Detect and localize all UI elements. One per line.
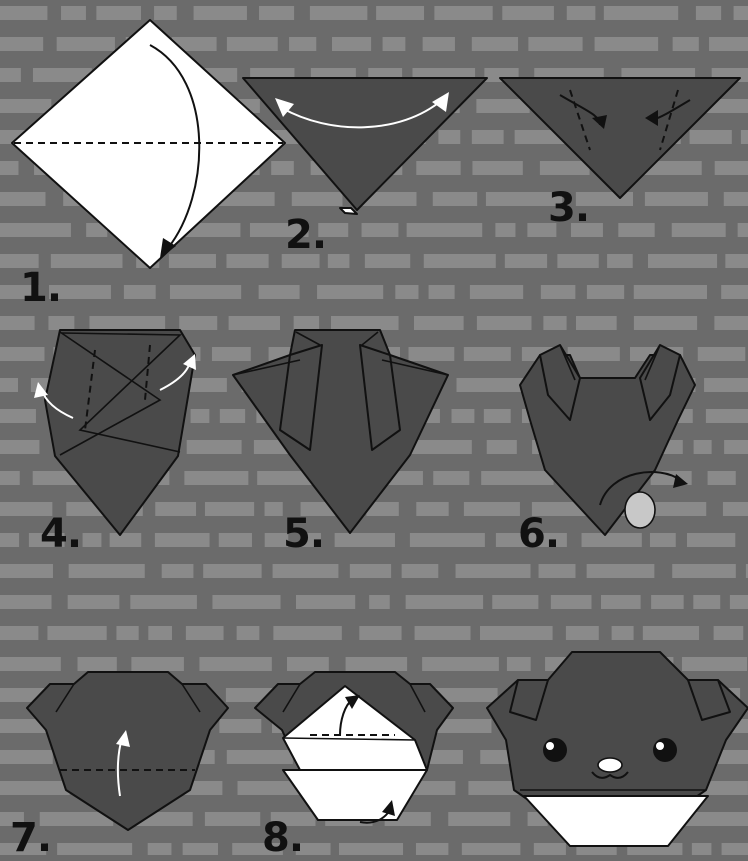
- step-4-label: 4.: [40, 514, 81, 554]
- step-5-diagram: [233, 330, 448, 533]
- step-3-diagram: [500, 78, 740, 198]
- finished-bear-face: [487, 652, 748, 846]
- step-7-label: 7.: [10, 818, 51, 858]
- step-6-label: 6.: [518, 514, 559, 554]
- step-6-diagram: [520, 345, 695, 535]
- step-5-label: 5.: [283, 514, 324, 554]
- step-8-diagram: [255, 672, 453, 823]
- step-1-label: 1.: [20, 268, 61, 308]
- step-1-diagram: [12, 20, 285, 268]
- step-3-label: 3.: [548, 188, 589, 228]
- step-4-diagram: [34, 330, 196, 535]
- step-7-diagram: [27, 672, 228, 830]
- step-8-label: 8.: [262, 818, 303, 858]
- step-2-label: 2.: [285, 215, 326, 255]
